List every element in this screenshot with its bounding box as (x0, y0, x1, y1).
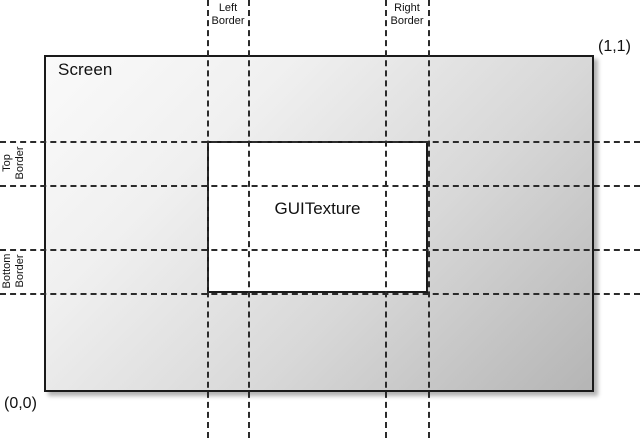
bottom-border-label: Bottom Border (1, 241, 27, 301)
coordinate-top-right: (1,1) (598, 38, 631, 55)
screen-label: Screen (58, 60, 113, 79)
bottom-border-label-line1: Bottom (1, 253, 13, 289)
right-border-label: Right Border (377, 2, 437, 28)
left-border-guide-inner (248, 0, 250, 438)
right-border-guide-inner (385, 0, 387, 438)
left-border-guide-outer (207, 0, 209, 438)
left-border-label-line2: Border (211, 15, 245, 27)
left-border-label-line1: Left (218, 2, 238, 14)
right-border-label-line2: Border (390, 15, 424, 27)
coordinate-bottom-left: (0,0) (4, 395, 37, 412)
left-border-label: Left Border (198, 2, 258, 28)
guitexture-rectangle (207, 141, 428, 293)
right-border-guide-outer (428, 0, 430, 438)
bottom-border-guide-inner (0, 249, 640, 251)
top-border-guide-inner (0, 185, 640, 187)
top-border-label-line1: Top (1, 154, 13, 172)
bottom-border-label-line2: Border (14, 254, 26, 288)
top-border-guide-outer (0, 141, 640, 143)
top-border-label: Top Border (1, 133, 27, 193)
bottom-border-guide-outer (0, 293, 640, 295)
top-border-label-line2: Border (14, 146, 26, 180)
right-border-label-line1: Right (394, 2, 420, 14)
guitexture-label: GUITexture (274, 199, 361, 218)
